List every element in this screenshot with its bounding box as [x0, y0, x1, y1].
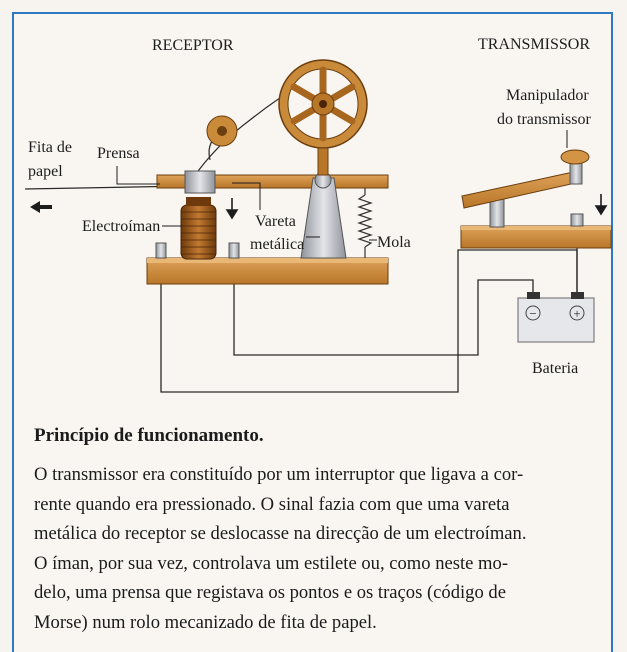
vareta-label-2: metálica: [250, 236, 304, 253]
pivot-support: [300, 177, 347, 259]
tape-roller: [206, 115, 238, 147]
left-arrow-icon: [30, 201, 52, 213]
transmitter-key-knob: [560, 149, 590, 185]
electroiman-label: Electroíman: [82, 218, 160, 235]
text-line: metálica do receptor se deslocasse na di…: [34, 523, 527, 544]
text-line: rente quando era pressionado. O sinal fa…: [34, 493, 510, 515]
battery: [517, 292, 595, 343]
text-line: O íman, por sua vez, controlava um estil…: [34, 552, 509, 574]
transmissor-title: TRANSMISSOR: [478, 36, 590, 53]
mola-label: Mola: [377, 234, 411, 251]
spring: [357, 188, 373, 258]
manipulador-label-2: do transmissor: [497, 111, 591, 128]
description-paragraph: O transmissor era constituído por um int…: [34, 460, 616, 637]
press-block: [184, 170, 216, 194]
section-heading: Princípio de funcionamento.: [34, 425, 264, 446]
paper-reel-wheel: [278, 59, 368, 176]
transmitter-lever: [461, 170, 581, 209]
vareta-label: Vareta: [255, 213, 296, 230]
receptor-title: RECEPTOR: [152, 37, 234, 54]
bateria-label: Bateria: [532, 360, 578, 377]
receptor-terminals: [155, 242, 240, 259]
plus-icon: +: [573, 306, 580, 321]
text-line: O transmissor era constituído por um int…: [34, 464, 524, 485]
down-arrow-icon: [225, 198, 239, 220]
fita-label: Fita de: [28, 139, 72, 156]
paper-tape: [24, 81, 306, 190]
leader-lines: [116, 130, 568, 241]
text-line: Morse) num rolo mecanizado de fita de pa…: [34, 611, 377, 633]
prensa-label: Prensa: [97, 145, 140, 162]
manipulador-label: Manipulador: [506, 87, 589, 104]
telegraph-diagram: RECEPTOR TRANSMISSOR Manipulador do tran…: [24, 36, 612, 393]
text-line: delo, uma prensa que registava os pontos…: [34, 582, 506, 603]
minus-icon: −: [529, 306, 536, 321]
circuit-wires: [160, 224, 578, 393]
electromagnet: [180, 197, 217, 260]
down-arrow-icon: [594, 194, 608, 216]
fita-label-2: papel: [28, 163, 63, 180]
